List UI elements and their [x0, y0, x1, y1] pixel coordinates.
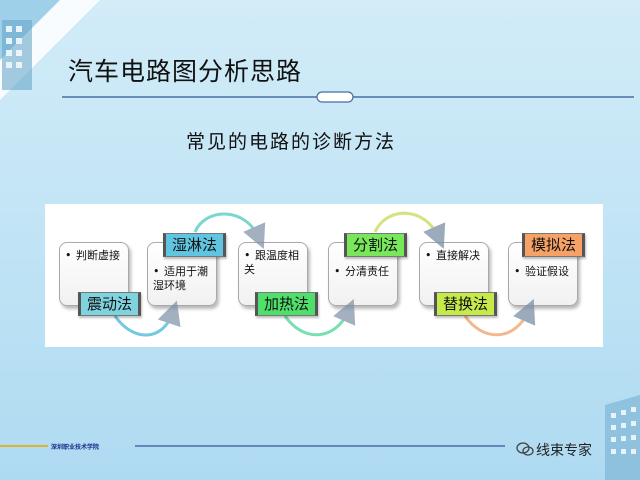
arrow-2-3 — [193, 212, 266, 249]
title-underline — [62, 91, 634, 103]
arrow-4-5 — [373, 211, 446, 249]
method-tag-5: 替换法 — [434, 292, 498, 316]
step-text: 直接解决 — [436, 249, 480, 262]
step-text: 验证假设 — [525, 265, 569, 278]
watermark-text: 线束专家 — [536, 443, 592, 459]
step-text: 判断虚接 — [76, 249, 120, 262]
bullet-dot: • — [153, 265, 160, 278]
method-tag-4: 分割法 — [344, 233, 408, 257]
arrow-3-4 — [283, 299, 356, 337]
bullet-dot: • — [65, 249, 72, 262]
section-heading: 常见的电路的诊断方法 — [186, 131, 397, 153]
building-graphic — [605, 395, 640, 480]
bullet-dot: • — [244, 249, 251, 262]
flow-arrows — [113, 211, 536, 337]
diagnosis-flow-panel: •判断虚接 •适用于潮湿环境 •跟温度相关 •分清责任 •直接解决 •验证假设 — [45, 204, 603, 347]
method-tag-2: 湿淋法 — [163, 233, 227, 257]
bullet-dot: • — [425, 249, 432, 262]
footer-rule — [0, 445, 505, 447]
step-text: 适用于潮湿环境 — [153, 265, 208, 292]
step-text: 跟温度相关 — [244, 249, 299, 276]
arrow-1-2 — [113, 300, 181, 337]
bullet-dot: • — [514, 265, 521, 278]
bullet-dot: • — [334, 265, 341, 278]
arrow-5-6 — [463, 299, 536, 337]
method-tag-1: 震动法 — [78, 292, 142, 316]
method-tag-3: 加热法 — [255, 292, 319, 316]
corner-building-graphic — [0, 0, 100, 100]
slide-title: 汽车电路图分析思路 — [68, 57, 303, 86]
step-text: 分清责任 — [345, 265, 389, 278]
method-tag-6: 模拟法 — [522, 233, 586, 257]
wechat-icon — [516, 442, 534, 456]
school-name: 深圳职业技术学院 — [51, 444, 100, 451]
